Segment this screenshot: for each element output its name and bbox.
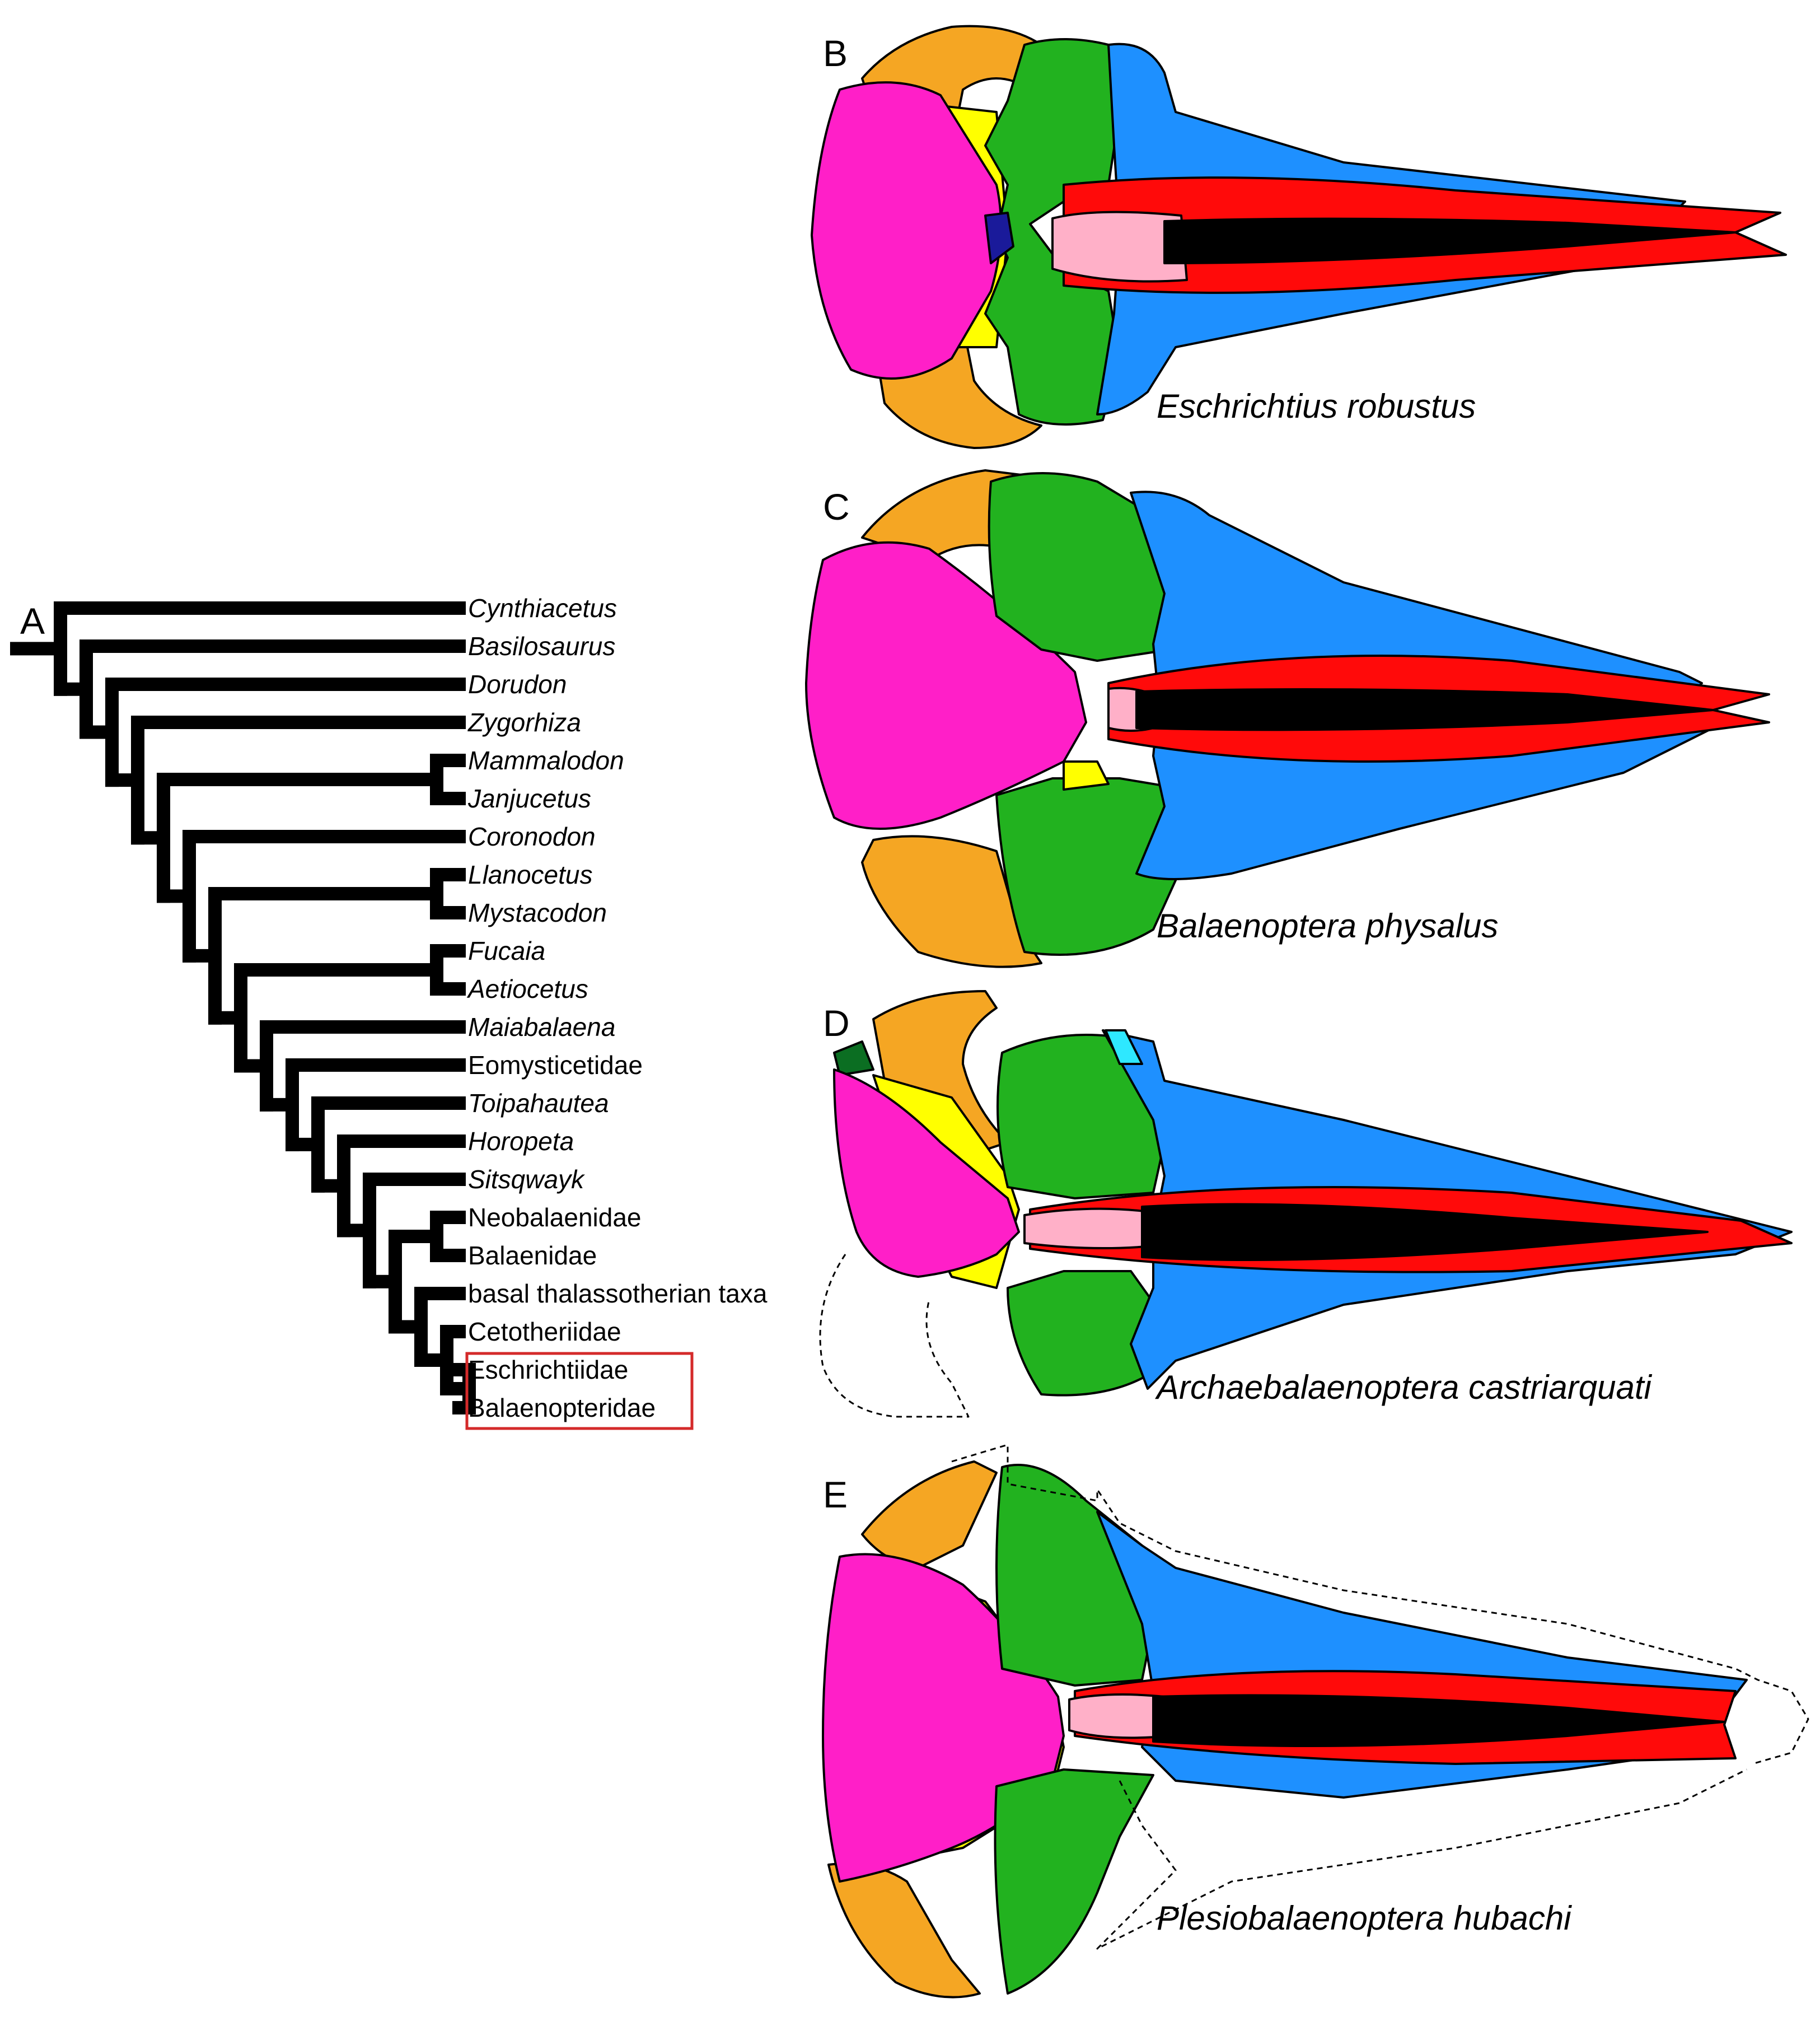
taxon-label: Cynthiacetus	[468, 594, 617, 623]
taxon-label: Toipahautea	[468, 1089, 609, 1118]
skull-drawing-e	[822, 1444, 1809, 1999]
mesorostral-canal-e	[1152, 1694, 1725, 1747]
taxon-label: Fucaia	[468, 936, 545, 965]
taxon-label: Balaenidae	[468, 1241, 597, 1270]
skull-drawing-d	[819, 990, 1793, 1418]
mesorostral-canal-b	[1163, 217, 1737, 264]
taxon-label: Coronodon	[468, 822, 596, 851]
panel-c: C Balaenoptera physalus	[805, 469, 1770, 968]
squamosal-e	[861, 1460, 998, 1569]
frontal-lower-c	[995, 777, 1188, 956]
dark-spot-b	[984, 212, 1014, 264]
panel-a: A CynthiacetusBasilosaurusDorudonZygorhi…	[10, 594, 768, 1430]
panel-letter-c: C	[823, 486, 850, 527]
species-label-e: Plesiobalaenoptera hubachi	[1157, 1899, 1572, 1937]
fossil-outline-d	[819, 1254, 970, 1418]
mesorostral-canal-c	[1135, 688, 1714, 731]
highlight-box	[465, 1352, 694, 1430]
fossil-outline-lower-e	[1096, 1768, 1747, 1950]
supraoccipital-c	[805, 541, 1087, 830]
yellow-band-c	[1063, 760, 1110, 791]
frontal-upper-d	[996, 1034, 1166, 1199]
fossil-outline-upper-e	[951, 1444, 1809, 1765]
taxon-label: Eschrichtiidae	[468, 1355, 628, 1384]
frontal-b	[984, 38, 1121, 426]
frontal-upper-c	[988, 472, 1177, 662]
panel-e: E Plesiobalaenoptera hubachi	[822, 1444, 1809, 1999]
panel-letter-b: B	[823, 32, 848, 74]
taxon-label: basal thalassotherian taxa	[468, 1279, 768, 1308]
squamosal-lower-c	[861, 835, 1042, 968]
taxon-label: Neobalaenidae	[468, 1203, 642, 1232]
mesorostral-canal-d	[1141, 1203, 1709, 1261]
panel-d: D Archaebalaenoptera castriarquati	[819, 990, 1793, 1418]
taxon-label: Aetiocetus	[466, 974, 588, 1003]
skull-drawing-b	[811, 25, 1787, 449]
panel-letter-e: E	[823, 1474, 848, 1515]
panel-letter-d: D	[823, 1002, 850, 1044]
nasal-pink-b	[1051, 211, 1188, 283]
supraoccipital-b	[811, 81, 1002, 380]
species-label-b: Eschrichtius robustus	[1157, 387, 1476, 425]
cladogram-branches	[10, 601, 476, 1414]
panel-b: B Eschrichtius robustus	[811, 25, 1787, 449]
supraoccipital-d	[833, 1068, 1020, 1278]
taxon-label: Cetotheriidae	[468, 1317, 621, 1346]
frontal-lower-e	[994, 1768, 1154, 1995]
taxon-label: Llanocetus	[468, 860, 593, 889]
darkgreen-patch-d	[833, 1040, 874, 1076]
taxon-label: Mammalodon	[468, 746, 624, 775]
squamosal-lower-e	[827, 1862, 981, 1999]
taxon-label: Eomysticetidae	[468, 1050, 643, 1080]
taxon-label: Basilosaurus	[468, 632, 615, 661]
taxon-label: Zygorhiza	[467, 708, 581, 737]
taxon-label: Mystacodon	[468, 898, 607, 927]
cyan-patch-d	[1105, 1029, 1143, 1065]
nasal-pink-d	[1023, 1207, 1154, 1249]
panel-letter-a: A	[20, 600, 45, 642]
species-label-c: Balaenoptera physalus	[1157, 907, 1498, 945]
skull-drawing-c	[805, 469, 1770, 968]
species-label-d: Archaebalaenoptera castriarquati	[1155, 1369, 1653, 1406]
taxon-label: Balaenopteridae	[468, 1393, 656, 1422]
taxon-label: Maiabalaena	[468, 1012, 615, 1042]
taxon-label: Dorudon	[468, 670, 567, 699]
taxon-label: Horopeta	[468, 1127, 574, 1156]
taxon-label: Sitsqwayk	[468, 1165, 585, 1194]
cladogram-taxa: CynthiacetusBasilosaurusDorudonZygorhiza…	[466, 594, 768, 1422]
frontal-upper-e	[995, 1464, 1154, 1687]
taxon-label: Janjucetus	[467, 784, 591, 813]
